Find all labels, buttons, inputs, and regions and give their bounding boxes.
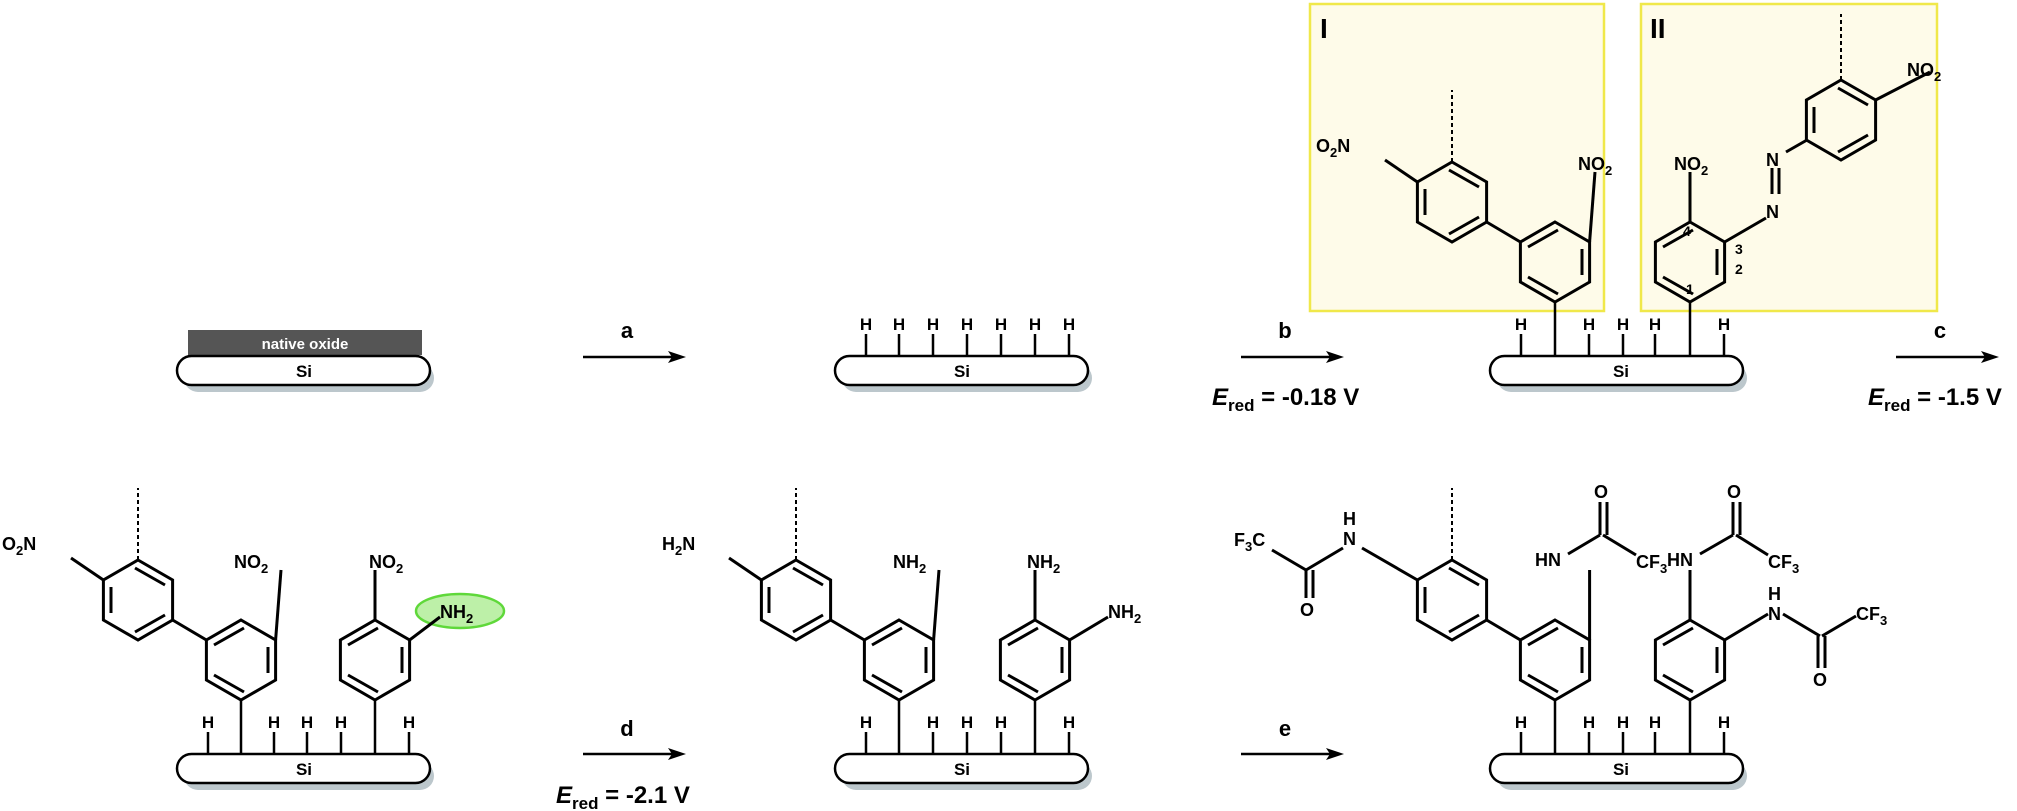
oxide-label: native oxide	[262, 336, 349, 353]
carbonyl-o: O	[1300, 600, 1314, 620]
arrow-step-d: d Ered = -2.1 V	[556, 716, 690, 811]
step-label-a: a	[621, 318, 634, 343]
no2-group: NO2	[369, 552, 403, 576]
step-label-c: c	[1934, 318, 1946, 343]
amide-hn: HN	[1535, 550, 1561, 570]
amide-nh: N	[1343, 529, 1356, 549]
h-atom: H	[995, 713, 1007, 732]
structure-box-II	[1639, 2, 1939, 313]
h-atom: H	[927, 315, 939, 334]
h-atom: H	[961, 713, 973, 732]
h-atom: H	[860, 713, 872, 732]
nh2-group: NH2	[440, 602, 473, 626]
structure-I-biphenyl: O2N NO2	[1316, 90, 1612, 304]
h-atom: H	[1718, 713, 1730, 732]
h-atom: H	[893, 315, 905, 334]
no2-group: NO2	[1907, 60, 1941, 84]
substrate-bottom-middle: Si H H H H H	[833, 700, 1092, 790]
h-atom: H	[202, 713, 214, 732]
no2-group: NO2	[234, 552, 268, 576]
substrate-functionalized-top: Si H H H H H	[1488, 302, 1747, 392]
amide-hn: HN	[1667, 550, 1693, 570]
substrate-bottom-right: Si H H H H H	[1488, 700, 1747, 790]
box-II-label: II	[1650, 13, 1666, 44]
h-atom: H	[1063, 713, 1075, 732]
azo-n-lower: N	[1766, 202, 1779, 222]
substrate-bottom-left: Si H H H H H	[175, 700, 434, 790]
carbonyl-o: O	[1594, 482, 1608, 502]
nh2-group: NH2	[1108, 602, 1141, 626]
arrow-step-e: e	[1241, 716, 1344, 760]
h-atom: H	[1617, 713, 1629, 732]
h-atom: H	[1063, 315, 1075, 334]
h-atom: H	[860, 315, 872, 334]
si-label: Si	[1613, 362, 1629, 381]
nh2-group: NH2	[893, 552, 926, 576]
ring-number: 1	[1686, 281, 1694, 297]
cf3-group: CF3	[1768, 552, 1799, 576]
h-atom: H	[961, 315, 973, 334]
si-label: Si	[296, 760, 312, 779]
arrow-step-b: b Ered = -0.18 V	[1212, 318, 1359, 415]
h-atom: H	[1029, 315, 1041, 334]
h-atom: H	[301, 713, 313, 732]
h-atom: H	[1649, 713, 1661, 732]
nh2-group: NH2	[1027, 552, 1060, 576]
no2-group: NO2	[1674, 154, 1708, 178]
o2n-group: O2N	[2, 534, 36, 558]
si-label: Si	[1613, 760, 1629, 779]
ring-number: 3	[1735, 241, 1743, 257]
substrate-h-terminated: Si H H H H H H H	[833, 315, 1092, 392]
step-label-b: b	[1278, 318, 1291, 343]
cf3-group: CF3	[1636, 552, 1667, 576]
box-I-label: I	[1320, 13, 1328, 44]
h-atom: H	[268, 713, 280, 732]
h-atom: H	[1515, 713, 1527, 732]
ring-number: 4	[1683, 223, 1691, 239]
cf3-group: CF3	[1856, 604, 1887, 628]
amide-h: H	[1768, 584, 1781, 604]
si-label: Si	[296, 362, 312, 381]
h-atom: H	[1515, 315, 1527, 334]
h-atom: H	[1583, 713, 1595, 732]
h-atom: H	[927, 713, 939, 732]
h-atom: H	[403, 713, 415, 732]
structure-box-I	[1308, 2, 1606, 313]
no2-group: NO2	[1578, 154, 1612, 178]
arrow-step-c: c Ered = -1.5 V	[1868, 318, 2002, 415]
h-atom: H	[1583, 315, 1595, 334]
f3c-group: F3C	[1234, 530, 1265, 554]
potential-d: Ered = -2.1 V	[556, 782, 690, 811]
h-atom: H	[1649, 315, 1661, 334]
carbonyl-o: O	[1727, 482, 1741, 502]
structure-bottom-middle: H2N NH2 NH2 NH2	[662, 488, 1141, 702]
h-atom: H	[335, 713, 347, 732]
amide-nh: N	[1768, 604, 1781, 624]
carbonyl-o: O	[1813, 670, 1827, 690]
h-atom: H	[1718, 315, 1730, 334]
h-atom: H	[995, 315, 1007, 334]
potential-c: Ered = -1.5 V	[1868, 384, 2002, 415]
structure-II-azobenzene: NO2 N N NO2 1 2 3 4	[1653, 14, 1941, 304]
si-label: Si	[954, 760, 970, 779]
si-label: Si	[954, 362, 970, 381]
h-atom: H	[1617, 315, 1629, 334]
arrow-step-a: a	[583, 318, 686, 363]
step-label-e: e	[1279, 716, 1291, 741]
ring-number: 2	[1735, 261, 1743, 277]
structure-bottom-right: N H O F3C HN O CF3 HN O CF3 N H O C	[1234, 482, 1887, 702]
h2n-group: H2N	[662, 534, 695, 558]
step-label-d: d	[620, 716, 633, 741]
structure-bottom-left: O2N NO2 NO2 NH2	[2, 488, 506, 702]
substrate-native-oxide: native oxide Si	[175, 330, 434, 392]
amide-h: H	[1343, 509, 1356, 529]
azo-n-upper: N	[1766, 150, 1779, 170]
o2n-group: O2N	[1316, 136, 1350, 160]
potential-b: Ered = -0.18 V	[1212, 384, 1359, 415]
